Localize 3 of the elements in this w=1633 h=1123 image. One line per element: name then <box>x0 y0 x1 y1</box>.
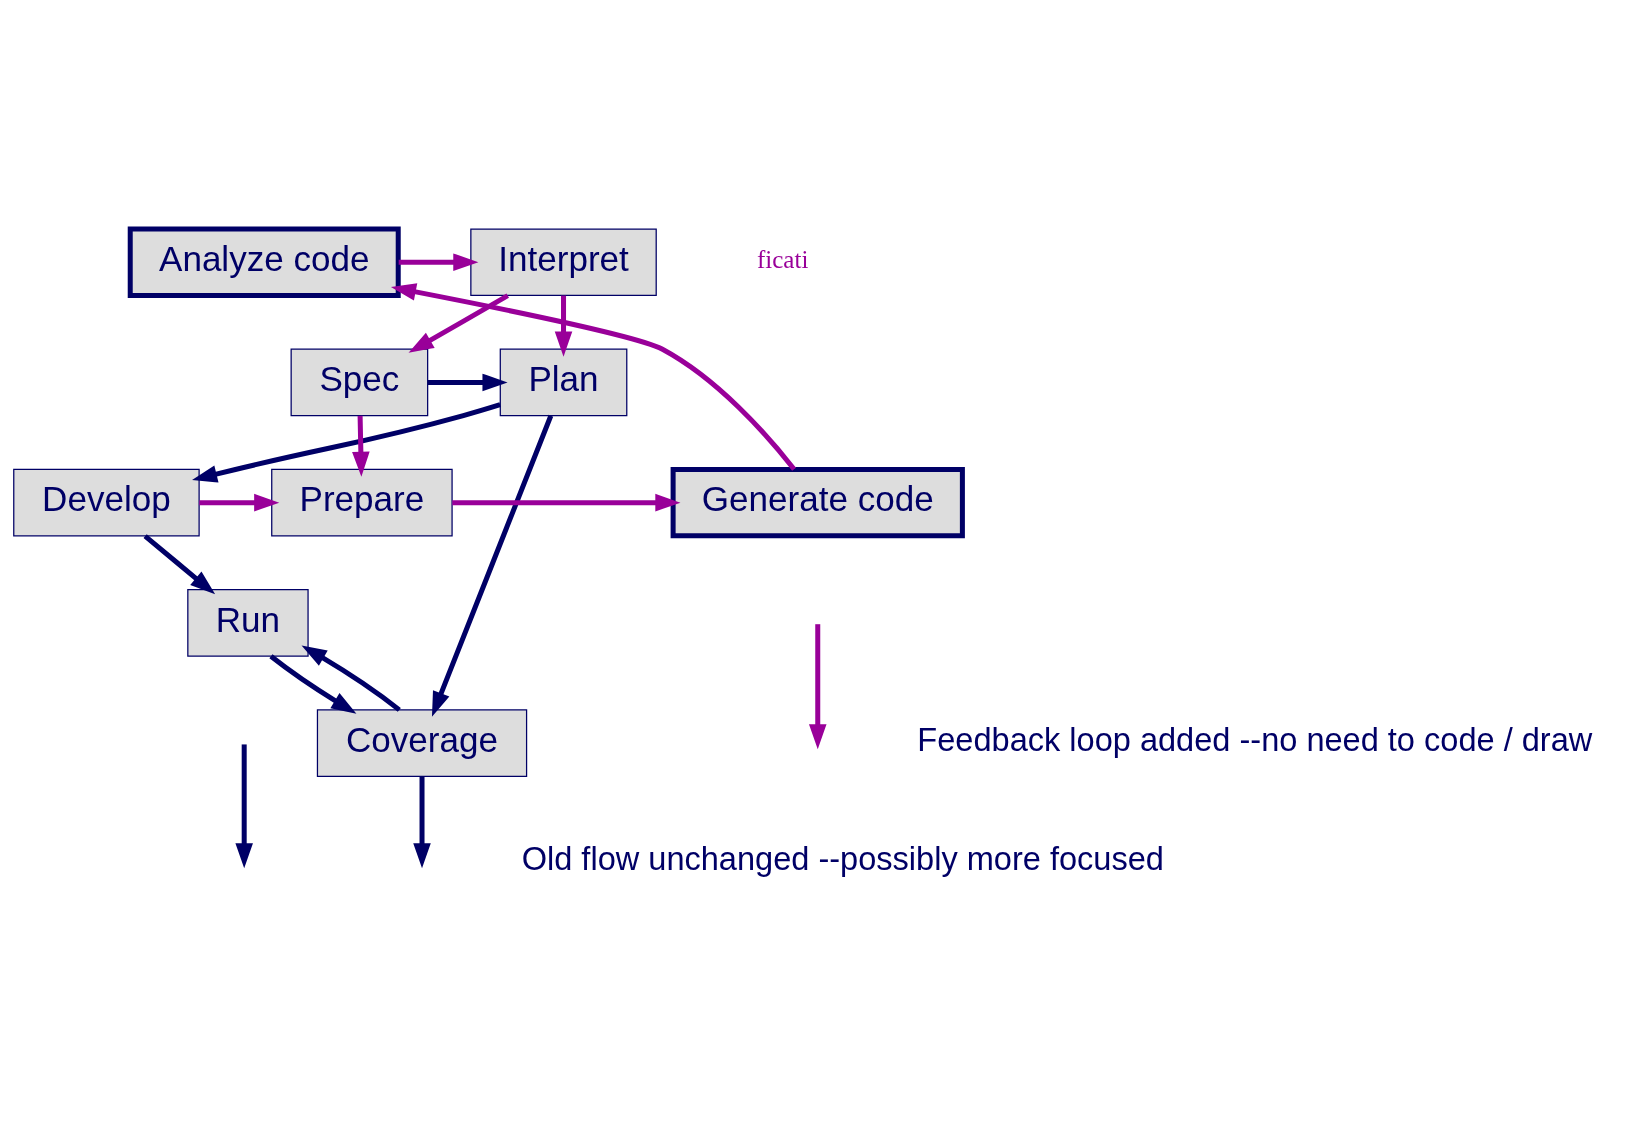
label: ficati <box>756 246 809 274</box>
legend-label: Old flow unchanged --possibly more focused <box>521 840 1164 877</box>
legend-label: Feedback loop added --no need to code / draw <box>917 721 1593 758</box>
